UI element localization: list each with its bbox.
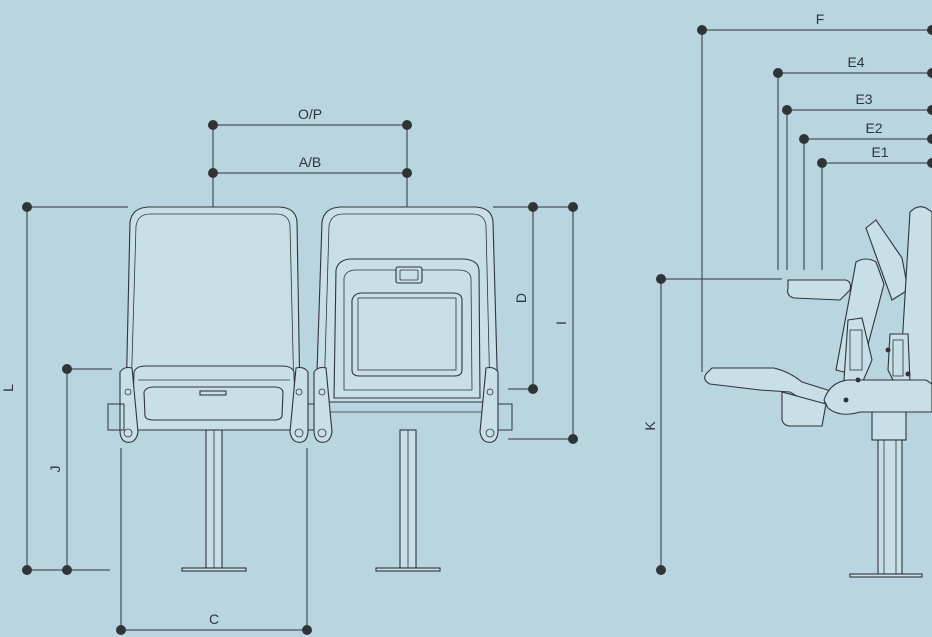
label-k: K xyxy=(642,421,658,431)
dim-e3 xyxy=(782,105,932,270)
front-seat-right xyxy=(313,206,513,572)
dim-ab xyxy=(208,168,412,207)
dim-l xyxy=(22,202,128,575)
label-f: F xyxy=(816,11,825,27)
dim-e2 xyxy=(799,134,932,270)
dim-c xyxy=(116,448,312,635)
dim-f xyxy=(697,25,932,372)
label-e4: E4 xyxy=(847,54,864,70)
label-op: O/P xyxy=(298,106,322,122)
label-e1: E1 xyxy=(871,144,888,160)
label-d: D xyxy=(513,293,529,303)
label-l: L xyxy=(0,384,16,392)
label-i: I xyxy=(553,321,569,325)
label-ab: A/B xyxy=(299,154,322,170)
dim-e1 xyxy=(817,158,932,270)
dim-j xyxy=(62,364,112,575)
label-e3: E3 xyxy=(855,91,872,107)
dim-op xyxy=(208,120,412,170)
dim-d xyxy=(493,202,573,394)
front-seat-left xyxy=(107,206,319,572)
dim-i xyxy=(508,202,578,444)
dim-e4 xyxy=(773,68,932,270)
label-j: J xyxy=(47,466,63,473)
label-c: C xyxy=(209,611,219,627)
dim-k xyxy=(656,274,782,575)
side-seat xyxy=(704,206,932,578)
label-e2: E2 xyxy=(865,120,882,136)
